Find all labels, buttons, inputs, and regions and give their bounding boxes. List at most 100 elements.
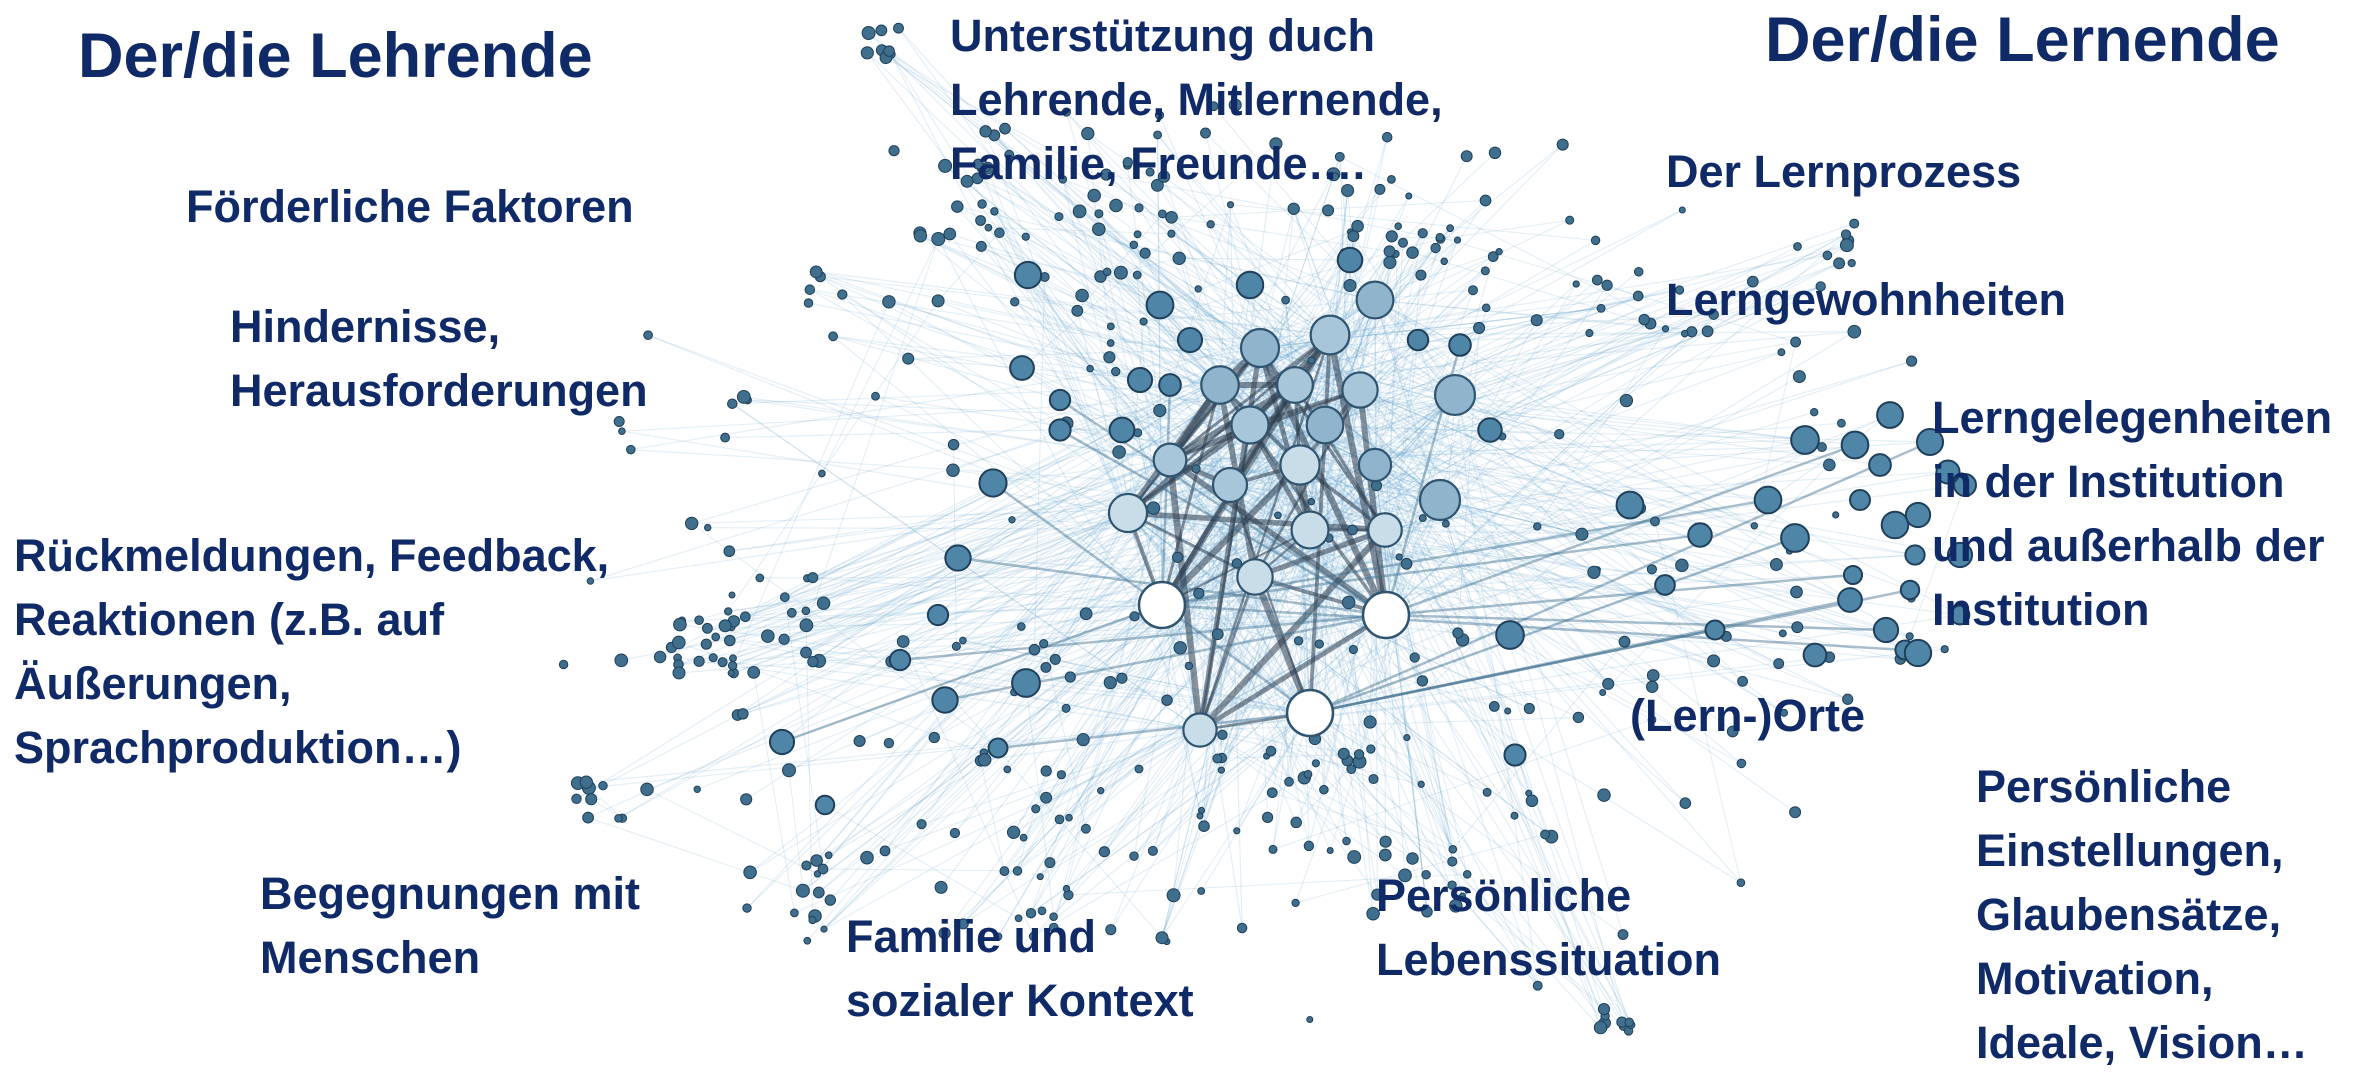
graph-node (1192, 465, 1200, 473)
graph-node (1478, 418, 1501, 441)
graph-node (1080, 608, 1092, 620)
graph-node (1018, 623, 1026, 631)
graph-node (1874, 618, 1898, 642)
graph-node (1307, 1016, 1313, 1022)
graph-node (1454, 237, 1460, 243)
title-learner: Der/die Lernende (1765, 4, 2280, 76)
graph-node (1625, 1018, 1633, 1026)
graph-edge (647, 789, 818, 874)
graph-node (1147, 292, 1174, 319)
graph-node (1055, 213, 1063, 221)
graph-node (1823, 459, 1835, 471)
graph-node (730, 655, 737, 662)
graph-node (1178, 328, 1202, 352)
graph-node (821, 926, 827, 932)
graph-node (978, 200, 986, 208)
graph-node (1307, 407, 1344, 444)
graph-node (1128, 368, 1152, 392)
graph-node (1041, 662, 1051, 672)
graph-node (728, 399, 738, 409)
graph-node (1770, 559, 1782, 571)
graph-node (599, 781, 607, 789)
graph-node (1327, 847, 1333, 853)
graph-node (1213, 468, 1247, 502)
graph-node (829, 332, 838, 341)
graph-node (1112, 367, 1120, 375)
graph-node (1573, 281, 1579, 287)
graph-node (1007, 826, 1019, 838)
graph-node (744, 866, 757, 879)
graph-node (1441, 258, 1448, 265)
graph-node (673, 667, 685, 679)
graph-node (801, 647, 812, 658)
graph-node (883, 296, 895, 308)
graph-node (641, 783, 654, 796)
graph-node (935, 881, 947, 893)
graph-node (1020, 834, 1027, 841)
graph-node (740, 612, 750, 622)
graph-node (1368, 513, 1401, 546)
graph-node (1655, 575, 1675, 595)
graph-node (1266, 746, 1276, 756)
graph-node (1040, 639, 1048, 647)
graph-node (694, 786, 700, 792)
graph-node (928, 605, 948, 625)
graph-node (1237, 272, 1263, 298)
graph-node (1882, 512, 1909, 539)
graph-node (1167, 889, 1180, 902)
graph-node (1838, 588, 1862, 612)
graph-node (1009, 517, 1015, 523)
graph-node (1823, 251, 1832, 260)
graph-node (1793, 371, 1805, 383)
graph-node (1453, 628, 1463, 638)
graph-node (1791, 586, 1803, 598)
graph-node (1474, 322, 1485, 333)
graph-node (929, 732, 939, 742)
graph-node (1130, 852, 1139, 861)
graph-node (704, 524, 710, 530)
graph-node (1592, 275, 1602, 285)
graph-node (1348, 525, 1358, 535)
graph-node (804, 937, 811, 944)
graph-node (1651, 517, 1660, 526)
label-feedback: Rückmeldungen, Feedback, Reaktionen (z.B… (14, 524, 609, 780)
graph-node (1576, 528, 1588, 540)
graph-node (1231, 406, 1268, 443)
graph-node (1348, 851, 1361, 864)
graph-node (985, 224, 992, 231)
graph-node (1557, 139, 1568, 150)
graph-node (1077, 734, 1089, 746)
graph-node (1480, 195, 1491, 206)
graph-node (1398, 238, 1407, 247)
graph-node (1241, 329, 1279, 367)
graph-node (1049, 419, 1070, 440)
graph-node (1148, 846, 1157, 855)
graph-node (586, 794, 597, 805)
graph-node (1227, 202, 1233, 208)
graph-node (1407, 247, 1419, 259)
graph-node (1057, 771, 1065, 779)
graph-node (1534, 523, 1541, 530)
graph-node (741, 794, 752, 805)
graph-node (1000, 867, 1009, 876)
graph-node (1386, 231, 1397, 242)
graph-node (1435, 375, 1475, 415)
graph-node (719, 620, 731, 632)
graph-edge (754, 672, 795, 913)
graph-node (1343, 837, 1351, 845)
graph-node (1688, 523, 1712, 547)
graph-node (1104, 352, 1115, 363)
graph-node (808, 573, 818, 583)
graph-node (897, 636, 909, 648)
graph-node (960, 637, 967, 644)
graph-node (800, 619, 813, 632)
graph-node (728, 670, 734, 676)
graph-node (1407, 853, 1419, 865)
graph-edge (823, 869, 1018, 871)
graph-node (1213, 754, 1222, 763)
graph-node (1620, 394, 1632, 406)
label-learning-places: (Lern-)Orte (1630, 684, 1865, 748)
graph-node (1201, 366, 1238, 403)
graph-node (787, 608, 796, 617)
graph-node (1586, 330, 1593, 337)
